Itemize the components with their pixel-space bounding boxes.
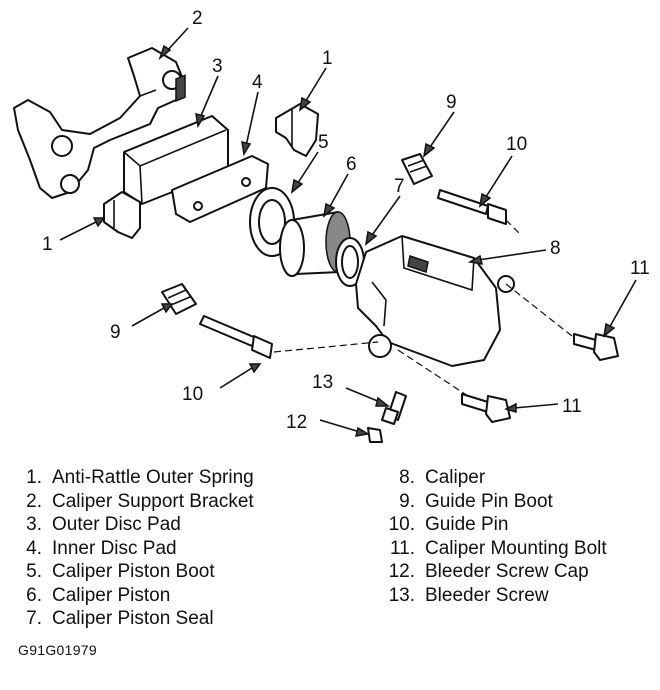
callout-12: 12 [286, 412, 307, 433]
callout-7: 7 [394, 176, 405, 197]
legend-item: 7.Caliper Piston Seal [26, 608, 214, 629]
caliper-housing [355, 235, 515, 367]
callout-labels: 2 3 4 1 5 6 7 9 10 8 11 1 9 10 11 13 12 [42, 8, 650, 433]
axis-line-bolt [397, 349, 469, 397]
legend-item: 11.Caliper Mounting Bolt [389, 537, 607, 559]
parts-legend: 1.Anti-Rattle Outer Spring 2.Caliper Sup… [0, 466, 660, 636]
caliper-piston-seal [335, 237, 365, 287]
legend-item: 3.Outer Disc Pad [26, 514, 181, 535]
callout-10-bottom: 10 [182, 384, 203, 405]
axis-line-bottom [273, 341, 379, 353]
legend-item: 8.Caliper [399, 467, 486, 488]
callout-4: 4 [252, 72, 263, 93]
callout-6: 6 [346, 154, 357, 175]
inner-disc-pad [171, 155, 269, 223]
legend-item: 6.Caliper Piston [26, 584, 171, 606]
guide-pin-top [437, 189, 507, 225]
legend-item: 4.Inner Disc Pad [26, 537, 177, 559]
guide-pin-bottom [199, 315, 273, 359]
guide-pin-boot-top [401, 153, 433, 185]
caliper-mounting-bolt-bottom [461, 393, 511, 423]
callout-11-bottom: 11 [562, 396, 582, 417]
callout-1-top: 1 [322, 48, 333, 69]
legend-item: 5.Caliper Piston Boot [26, 561, 215, 582]
legend-item: 13.Bleeder Screw [388, 584, 549, 606]
legend-column-left: 1.Anti-Rattle Outer Spring 2.Caliper Sup… [18, 466, 254, 631]
bleeder-screw [381, 391, 407, 425]
figure-id: G91G01979 [18, 642, 97, 658]
anti-rattle-outer-spring-bottom [103, 191, 141, 239]
callout-3: 3 [212, 56, 223, 77]
callout-1-bottom: 1 [42, 234, 53, 255]
callout-5: 5 [318, 132, 329, 153]
exploded-brake-caliper-diagram: 2 3 4 1 5 6 7 9 10 8 11 1 9 10 11 13 12 [13, 8, 650, 443]
caliper-mounting-bolt-right [573, 333, 619, 361]
legend-item: 12.Bleeder Screw Cap [388, 561, 589, 582]
anti-rattle-outer-spring-top [275, 103, 319, 157]
bleeder-screw-cap [367, 427, 383, 443]
axis-line-top [505, 283, 573, 337]
legend-item: 2.Caliper Support Bracket [26, 490, 254, 512]
axis-line-pin [505, 219, 521, 235]
callout-2: 2 [192, 8, 203, 29]
legend-column-right: 8.Caliper 9.Guide Pin Boot 10.Guide Pin … [380, 466, 607, 607]
callout-9-bottom: 9 [110, 322, 121, 343]
legend-item: 9.Guide Pin Boot [399, 490, 553, 512]
callout-11-right: 11 [630, 258, 650, 279]
legend-item: 10.Guide Pin [388, 514, 509, 535]
leader-lines [59, 27, 637, 437]
callout-8: 8 [550, 238, 561, 259]
legend-item: 1.Anti-Rattle Outer Spring [26, 467, 254, 488]
callout-9-top: 9 [446, 92, 457, 113]
callout-13: 13 [312, 372, 333, 393]
caliper-piston [279, 211, 351, 277]
callout-10-top: 10 [506, 134, 527, 155]
guide-pin-boot-bottom [161, 283, 197, 315]
